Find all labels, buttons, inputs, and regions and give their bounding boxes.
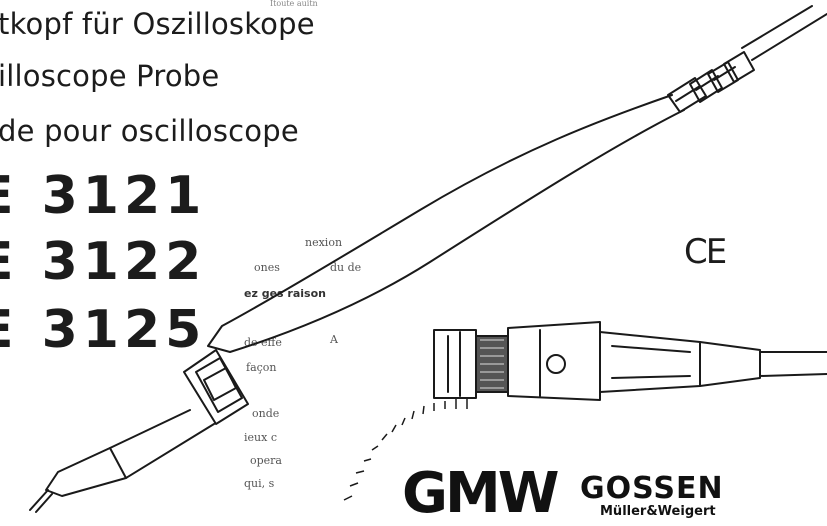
text-fragment: ones xyxy=(254,261,280,274)
probe-tip xyxy=(45,447,127,497)
title-english: illoscope Probe xyxy=(0,59,220,93)
text-fragment: ez ges raison xyxy=(244,287,326,300)
text-fragment: onde xyxy=(252,407,280,420)
dial-ticks xyxy=(343,397,468,501)
text-fragment: qui, s xyxy=(244,477,275,490)
text-fragment: ieux c xyxy=(244,431,277,444)
text-fragment: Itoute auitn xyxy=(270,0,318,8)
model-number: E 3125 xyxy=(0,300,207,360)
text-fragment: façon xyxy=(246,361,277,374)
model-number: E 3121 xyxy=(0,166,207,226)
probe-cable xyxy=(751,13,827,61)
strain-relief xyxy=(667,51,755,113)
text-fragment: de effe xyxy=(244,336,282,349)
title-german: tkopf für Oszilloskope xyxy=(0,7,315,41)
gmw-logo: GMW xyxy=(402,461,559,526)
probe-cable xyxy=(741,5,813,49)
probe-shaft xyxy=(109,409,215,479)
finger-guard xyxy=(183,349,249,425)
brand-subname: Müller&Weigert xyxy=(600,504,716,519)
text-fragment: opera xyxy=(250,454,282,467)
text-fragment: A xyxy=(330,333,338,346)
text-fragment: nexion xyxy=(305,236,343,249)
model-number: E 3122 xyxy=(0,232,207,292)
gossen-name: GOSSEN xyxy=(580,471,724,506)
ce-mark: CE xyxy=(684,232,727,272)
bnc-knurl xyxy=(480,339,504,389)
title-french: de pour oscilloscope xyxy=(0,114,299,148)
probe-body xyxy=(207,94,685,353)
text-fragment: du de xyxy=(330,261,362,274)
